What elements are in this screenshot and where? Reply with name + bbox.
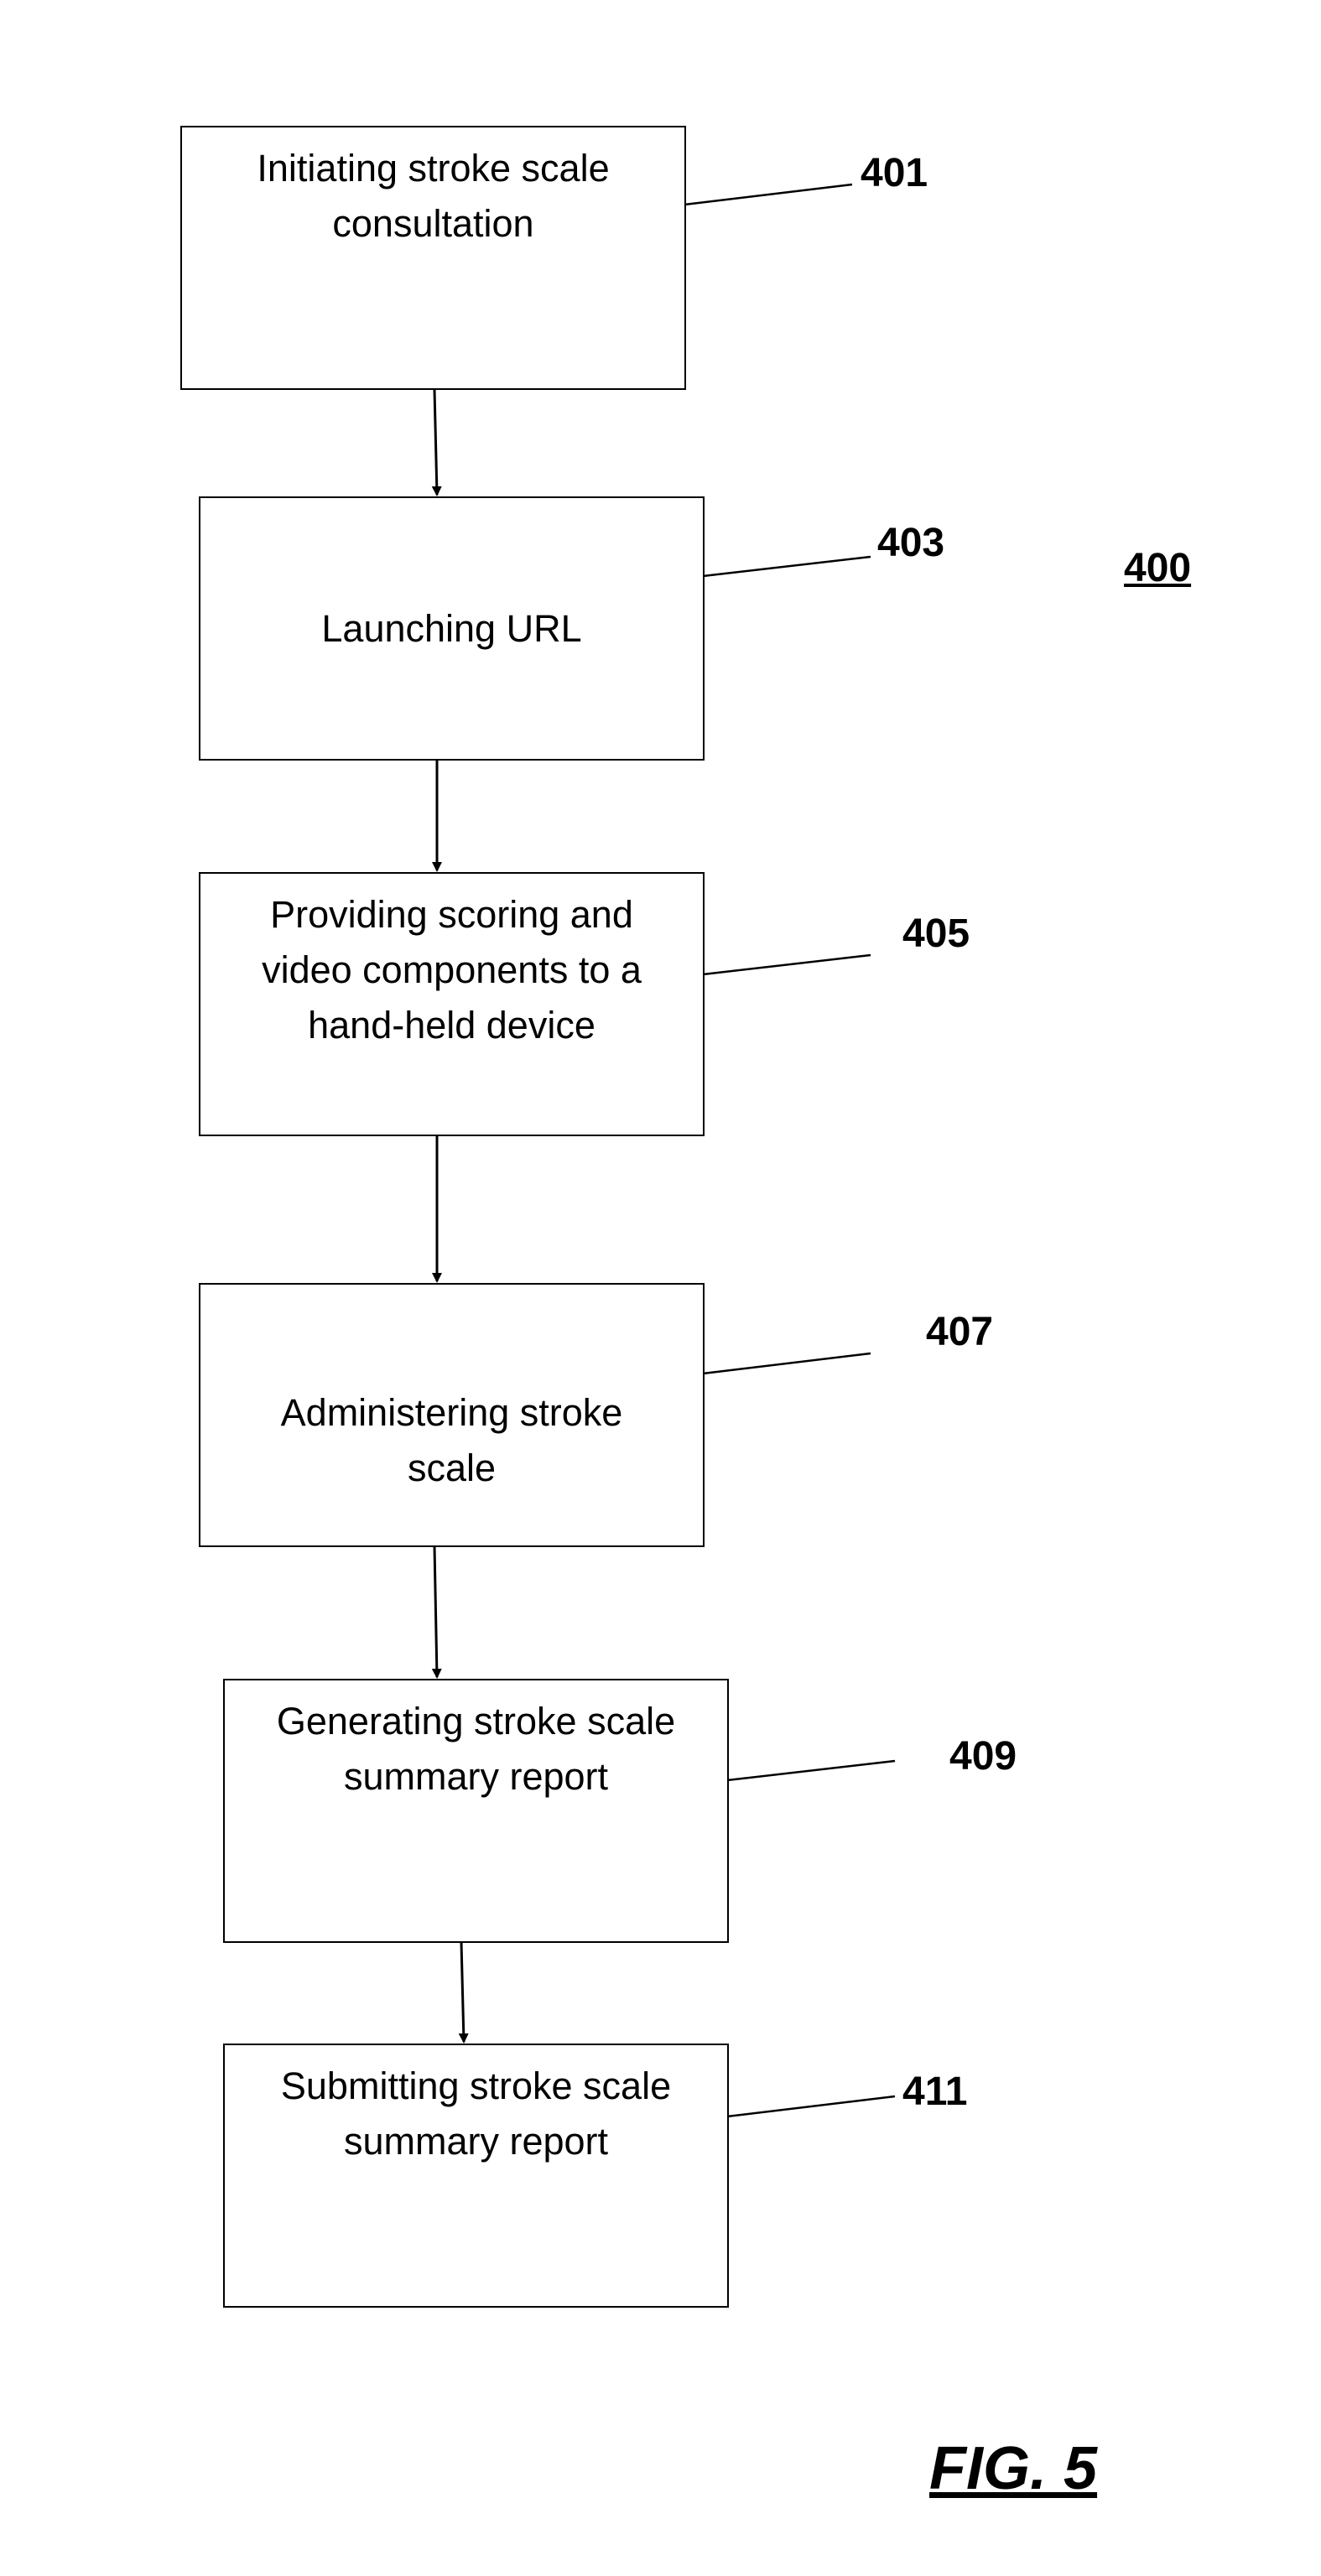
leader-403: [703, 557, 871, 576]
ref-numeral-401: 401: [861, 153, 928, 194]
ref-numeral-409: 409: [949, 1737, 1017, 1777]
arrow-401-to-403: [434, 390, 437, 495]
step-box-401: Initiating stroke scale consultation: [180, 126, 686, 390]
ref-numeral-407: 407: [926, 1312, 993, 1353]
step-box-403: Launching URL: [199, 496, 705, 761]
step-box-405: Providing scoring and video components t…: [199, 872, 705, 1136]
leader-405: [703, 955, 871, 974]
leader-407: [703, 1353, 871, 1374]
figure-number: 400: [1124, 548, 1191, 589]
ref-numeral-403: 403: [877, 523, 944, 564]
ref-numeral-405: 405: [902, 914, 970, 954]
leader-401: [684, 184, 852, 205]
step-box-409: Generating stroke scale summary report: [223, 1679, 729, 1943]
step-label-407: Administering stroke scale: [281, 1335, 623, 1496]
step-label-401: Initiating stroke scale consultation: [257, 141, 609, 252]
step-label-405: Providing scoring and video components t…: [262, 887, 642, 1053]
step-label-411: Submitting stroke scale summary report: [281, 2059, 671, 2169]
arrow-407-to-409: [434, 1546, 437, 1677]
step-label-403: Launching URL: [321, 601, 581, 657]
leader-409: [727, 1761, 895, 1780]
figure-caption: FIG. 5: [929, 2438, 1097, 2499]
ref-numeral-411: 411: [902, 2072, 967, 2112]
step-label-409: Generating stroke scale summary report: [277, 1694, 675, 1805]
step-box-411: Submitting stroke scale summary report: [223, 2044, 729, 2308]
arrow-409-to-411: [461, 1942, 464, 2042]
leader-411: [727, 2096, 895, 2116]
step-box-407: Administering stroke scale: [199, 1283, 705, 1547]
